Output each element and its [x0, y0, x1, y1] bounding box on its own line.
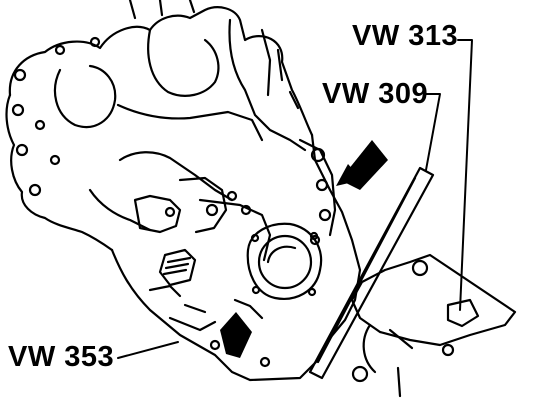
callout-vw353: VW 353: [8, 341, 115, 373]
support-plate-vw313: [350, 253, 517, 398]
pointer-arrows: [220, 140, 388, 358]
support-bar-vw309: [308, 166, 435, 380]
gearbox-housing: [5, 0, 362, 382]
leader-vw309: [424, 93, 441, 171]
lower-arrow: [220, 312, 252, 358]
leader-vw353: [117, 341, 179, 359]
flange-opening: [246, 222, 323, 300]
leader-vw313: [457, 39, 473, 311]
callout-vw313: VW 313: [352, 20, 459, 52]
callout-vw309: VW 309: [322, 78, 429, 110]
upper-arrow-tip: [336, 164, 362, 186]
leader-lines: [117, 39, 473, 359]
